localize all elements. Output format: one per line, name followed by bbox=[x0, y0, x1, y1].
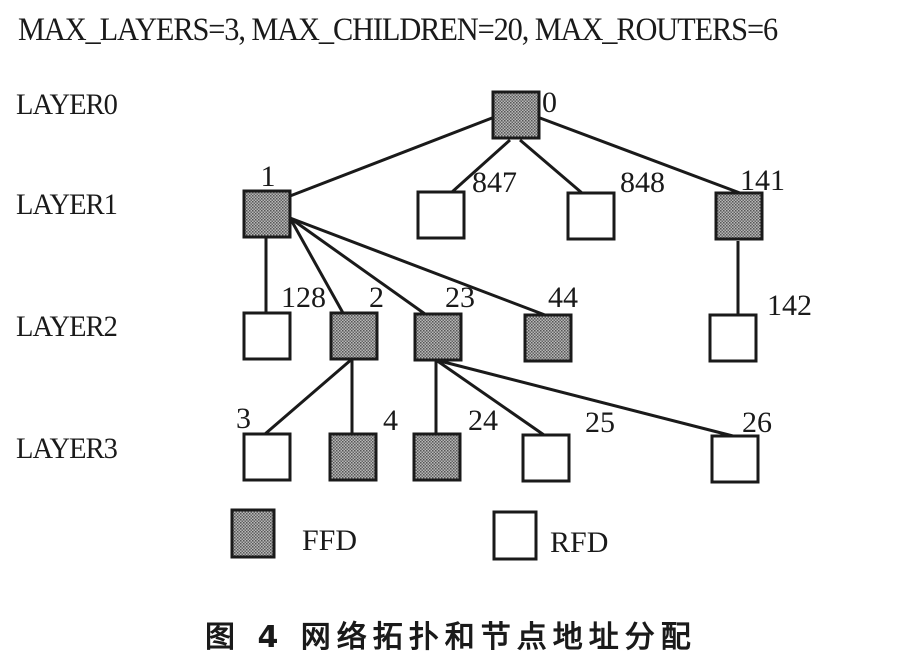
network-parameters: MAX_LAYERS=3, MAX_CHILDREN=20, MAX_ROUTE… bbox=[18, 12, 778, 48]
legend-swatch-ffd bbox=[230, 508, 276, 559]
node-0: 0 bbox=[491, 86, 557, 140]
legend-item-rfd: RFD bbox=[492, 510, 608, 561]
node-3: 3 bbox=[236, 402, 292, 482]
node-2: 2 bbox=[329, 281, 384, 361]
node-847: 847 bbox=[416, 166, 517, 240]
node-26: 26 bbox=[710, 406, 772, 484]
layer-label-3: LAYER3 bbox=[16, 432, 118, 465]
node-label: 1 bbox=[261, 160, 276, 193]
edge-0-1 bbox=[289, 116, 493, 198]
figure-caption: 图 4 网络拓扑和节点地址分配 bbox=[205, 620, 697, 655]
node-label: 0 bbox=[542, 86, 557, 119]
rfd-node-box bbox=[566, 191, 616, 241]
ffd-node-box bbox=[329, 311, 379, 361]
layer-label-1: LAYER1 bbox=[16, 188, 118, 221]
node-label: 3 bbox=[236, 402, 251, 435]
node-label: 26 bbox=[742, 406, 772, 439]
node-label: 4 bbox=[383, 404, 398, 437]
rfd-node-box bbox=[708, 313, 758, 363]
node-4: 4 bbox=[328, 404, 398, 482]
node-848: 848 bbox=[566, 166, 665, 241]
ffd-node-box bbox=[413, 312, 463, 362]
rfd-node-box bbox=[242, 311, 292, 361]
ffd-node-box bbox=[328, 432, 378, 482]
edge-0-848 bbox=[519, 138, 583, 195]
node-label: 141 bbox=[740, 164, 785, 197]
edge-23-26 bbox=[435, 358, 734, 438]
ffd-node-box bbox=[491, 90, 541, 140]
edge-1-23 bbox=[289, 216, 426, 316]
legend: FFD RFD bbox=[230, 508, 608, 561]
ffd-node-box bbox=[242, 189, 292, 239]
edge-2-3 bbox=[264, 357, 353, 436]
nodes: 0 1 847 848 141 128 2 23 44 142 3 4 24 25 26 bbox=[236, 86, 812, 484]
node-label: 2 bbox=[369, 281, 384, 314]
node-25: 25 bbox=[521, 406, 615, 483]
layer-label-2: LAYER2 bbox=[16, 310, 118, 343]
legend-item-ffd: FFD bbox=[230, 508, 357, 559]
legend-label-rfd: RFD bbox=[550, 526, 608, 559]
ffd-node-box bbox=[714, 191, 764, 241]
edge-0-847 bbox=[450, 138, 512, 194]
node-44: 44 bbox=[523, 281, 578, 363]
rfd-node-box bbox=[416, 190, 466, 240]
node-label: 25 bbox=[585, 406, 615, 439]
rfd-node-box bbox=[242, 432, 292, 482]
node-label: 44 bbox=[548, 281, 578, 314]
rfd-node-box bbox=[710, 434, 760, 484]
edge-1-2 bbox=[288, 217, 345, 314]
node-142: 142 bbox=[708, 289, 812, 363]
node-label: 24 bbox=[468, 404, 498, 437]
node-label: 23 bbox=[445, 281, 475, 314]
ffd-node-box bbox=[412, 432, 462, 482]
ffd-node-box bbox=[523, 313, 573, 363]
node-1: 1 bbox=[242, 160, 292, 239]
node-label: 128 bbox=[281, 281, 326, 314]
node-24: 24 bbox=[412, 404, 498, 482]
node-label: 848 bbox=[620, 166, 665, 199]
edge-1-44 bbox=[289, 216, 546, 317]
legend-swatch-rfd bbox=[492, 510, 538, 561]
edge-0-141 bbox=[539, 116, 741, 195]
edge-23-25 bbox=[435, 358, 545, 437]
node-128: 128 bbox=[242, 281, 326, 361]
node-label: 847 bbox=[472, 166, 517, 199]
rfd-node-box bbox=[521, 433, 571, 483]
node-141: 141 bbox=[714, 164, 785, 241]
node-label: 142 bbox=[767, 289, 812, 322]
edges bbox=[264, 116, 741, 438]
node-23: 23 bbox=[413, 281, 475, 362]
legend-label-ffd: FFD bbox=[302, 524, 357, 557]
layer-label-0: LAYER0 bbox=[16, 88, 118, 121]
